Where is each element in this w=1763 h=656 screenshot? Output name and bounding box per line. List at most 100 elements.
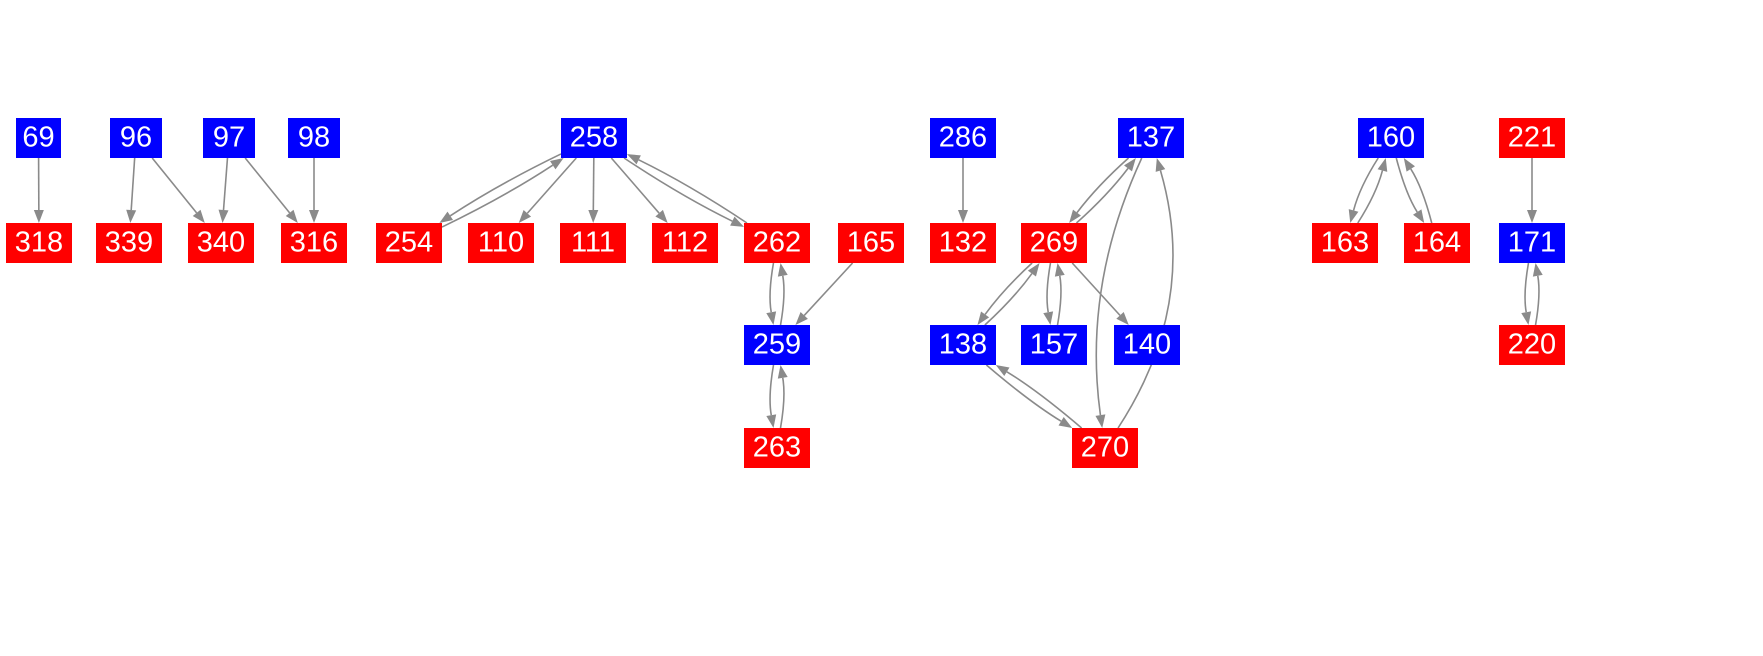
graph-node[interactable]: 138 bbox=[930, 325, 996, 365]
graph-node-box[interactable] bbox=[288, 118, 340, 158]
graph-node-box[interactable] bbox=[281, 223, 347, 263]
graph-edge bbox=[984, 273, 1033, 326]
graph-edge bbox=[1071, 262, 1121, 316]
graph-edge-arrowhead bbox=[627, 154, 641, 165]
graph-edge bbox=[610, 157, 660, 214]
graph-node-box[interactable] bbox=[1358, 118, 1424, 158]
graph-edge bbox=[1534, 275, 1540, 326]
graph-node-box[interactable] bbox=[652, 223, 718, 263]
graph-node-box[interactable] bbox=[1021, 223, 1087, 263]
graph-node[interactable]: 318 bbox=[6, 223, 72, 263]
graph-node-box[interactable] bbox=[1021, 325, 1087, 365]
graph-edge bbox=[769, 262, 775, 313]
graph-node[interactable]: 339 bbox=[96, 223, 162, 263]
graph-node[interactable]: 137 bbox=[1118, 118, 1184, 158]
graph-edge bbox=[779, 275, 785, 326]
nodes-layer: 69 96 97 98 258 286 137 160 221 318 339 340 316 254 11… bbox=[6, 118, 1565, 468]
graph-edge bbox=[449, 153, 562, 217]
graph-node[interactable]: 163 bbox=[1312, 223, 1378, 263]
graph-node[interactable]: 259 bbox=[744, 325, 810, 365]
graph-node[interactable]: 262 bbox=[744, 223, 810, 263]
graph-node[interactable]: 97 bbox=[203, 118, 255, 158]
graph-node-box[interactable] bbox=[188, 223, 254, 263]
graph-node[interactable]: 258 bbox=[561, 118, 627, 158]
graph-node[interactable]: 316 bbox=[281, 223, 347, 263]
graph-node-box[interactable] bbox=[560, 223, 626, 263]
graph-node-box[interactable] bbox=[1499, 223, 1565, 263]
graph-edge bbox=[151, 157, 198, 214]
graph-edge-arrowhead bbox=[439, 211, 454, 223]
graph-node[interactable]: 132 bbox=[930, 223, 996, 263]
graph-edge bbox=[1357, 170, 1384, 224]
graph-node-box[interactable] bbox=[930, 325, 996, 365]
graph-node-box[interactable] bbox=[561, 118, 627, 158]
graph-node[interactable]: 160 bbox=[1358, 118, 1424, 158]
graph-node[interactable]: 270 bbox=[1072, 428, 1138, 468]
graph-node[interactable]: 254 bbox=[376, 223, 442, 263]
graph-edge-arrowhead bbox=[1413, 209, 1425, 223]
graph-node-box[interactable] bbox=[1499, 325, 1565, 365]
graph-edge-arrowhead bbox=[549, 158, 564, 170]
graph-node-box[interactable] bbox=[1499, 118, 1565, 158]
graph-node-box[interactable] bbox=[1404, 223, 1470, 263]
graph-node-box[interactable] bbox=[468, 223, 534, 263]
graph-node[interactable]: 96 bbox=[110, 118, 162, 158]
graph-edge-arrowhead bbox=[1124, 158, 1136, 172]
graph-node-box[interactable] bbox=[96, 223, 162, 263]
graph-node-box[interactable] bbox=[744, 428, 810, 468]
graph-node[interactable]: 286 bbox=[930, 118, 996, 158]
graph-edge bbox=[1006, 371, 1083, 429]
graph-edge-arrowhead bbox=[977, 311, 990, 325]
graph-edge bbox=[623, 157, 733, 222]
graph-node[interactable]: 157 bbox=[1021, 325, 1087, 365]
graph-node[interactable]: 112 bbox=[652, 223, 718, 263]
graph-edge-arrowhead bbox=[655, 209, 668, 223]
graph-node[interactable]: 140 bbox=[1114, 325, 1180, 365]
graph-edge bbox=[526, 157, 577, 214]
graph-node[interactable]: 69 bbox=[16, 118, 61, 158]
graph-edge bbox=[779, 377, 785, 429]
graph-node-box[interactable] bbox=[203, 118, 255, 158]
graph-edge-arrowhead bbox=[958, 210, 968, 223]
graph-node[interactable]: 171 bbox=[1499, 223, 1565, 263]
graph-node[interactable]: 98 bbox=[288, 118, 340, 158]
graph-node-box[interactable] bbox=[1072, 428, 1138, 468]
graph-node-box[interactable] bbox=[110, 118, 162, 158]
graph-edge-arrowhead bbox=[1054, 263, 1065, 277]
graph-node[interactable]: 220 bbox=[1499, 325, 1565, 365]
graph-node[interactable]: 164 bbox=[1404, 223, 1470, 263]
graph-node-box[interactable] bbox=[930, 118, 996, 158]
graph-node[interactable]: 111 bbox=[560, 223, 626, 263]
graph-node-box[interactable] bbox=[1312, 223, 1378, 263]
graph-node-box[interactable] bbox=[930, 223, 996, 263]
graph-edge-arrowhead bbox=[285, 209, 298, 223]
graph-edge-arrowhead bbox=[1155, 158, 1166, 172]
graph-edge-arrowhead bbox=[1403, 158, 1415, 172]
graph-node-box[interactable] bbox=[744, 325, 810, 365]
graph-node[interactable]: 269 bbox=[1021, 223, 1087, 263]
graph-node-box[interactable] bbox=[6, 223, 72, 263]
graph-node-box[interactable] bbox=[744, 223, 810, 263]
edges-layer bbox=[33, 153, 1543, 429]
graph-node[interactable]: 110 bbox=[468, 223, 534, 263]
graph-node-box[interactable] bbox=[16, 118, 61, 158]
graph-edge bbox=[130, 157, 136, 211]
graph-edge-arrowhead bbox=[218, 209, 229, 223]
graph-edge-arrowhead bbox=[730, 216, 744, 227]
graph-node-box[interactable] bbox=[376, 223, 442, 263]
graph-node-box[interactable] bbox=[1118, 118, 1184, 158]
graph-edge-arrowhead bbox=[1348, 209, 1359, 223]
graph-edge bbox=[441, 164, 554, 228]
graph-edge-arrowhead bbox=[777, 365, 788, 379]
graph-node[interactable]: 165 bbox=[838, 223, 904, 263]
graph-node[interactable]: 263 bbox=[744, 428, 810, 468]
graph-edge bbox=[1395, 157, 1418, 213]
graph-node[interactable]: 340 bbox=[188, 223, 254, 263]
graph-node[interactable]: 221 bbox=[1499, 118, 1565, 158]
graph-node-box[interactable] bbox=[1114, 325, 1180, 365]
graph-edge-arrowhead bbox=[1527, 210, 1537, 223]
graph-edge bbox=[1046, 262, 1052, 313]
graph-edge-arrowhead bbox=[1058, 416, 1073, 428]
graph-node-box[interactable] bbox=[838, 223, 904, 263]
